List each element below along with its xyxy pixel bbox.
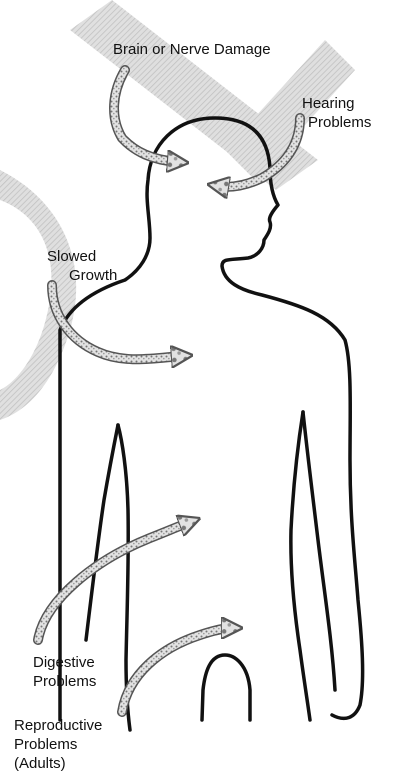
label-hearing-line-2: Problems	[302, 113, 371, 132]
label-hearing-line-1: Hearing	[302, 94, 371, 113]
label-growth-line-1: Slowed	[47, 247, 117, 266]
label-growth-line-2: Growth	[47, 266, 117, 285]
label-brain-damage: Brain or Nerve Damage	[113, 40, 271, 59]
waist-right-outline	[202, 655, 250, 720]
arrow-reproductive	[122, 628, 232, 712]
right-arm-outline	[303, 412, 335, 690]
watermark-arc	[0, 170, 76, 420]
label-reproductive-line-1: Reproductive	[14, 716, 102, 735]
label-digestive-line-2: Problems	[33, 672, 96, 691]
label-brain-damage-text: Brain or Nerve Damage	[113, 40, 271, 59]
label-digestive-line-1: Digestive	[33, 653, 96, 672]
label-growth: Slowed Growth	[47, 247, 117, 285]
label-reproductive-line-3: (Adults)	[14, 754, 102, 773]
left-arm-outline	[86, 425, 118, 640]
label-hearing: Hearing Problems	[302, 94, 371, 132]
label-reproductive-line-2: Problems	[14, 735, 102, 754]
label-reproductive: Reproductive Problems (Adults)	[14, 716, 102, 773]
body-outline	[60, 118, 363, 730]
label-digestive: Digestive Problems	[33, 653, 96, 691]
